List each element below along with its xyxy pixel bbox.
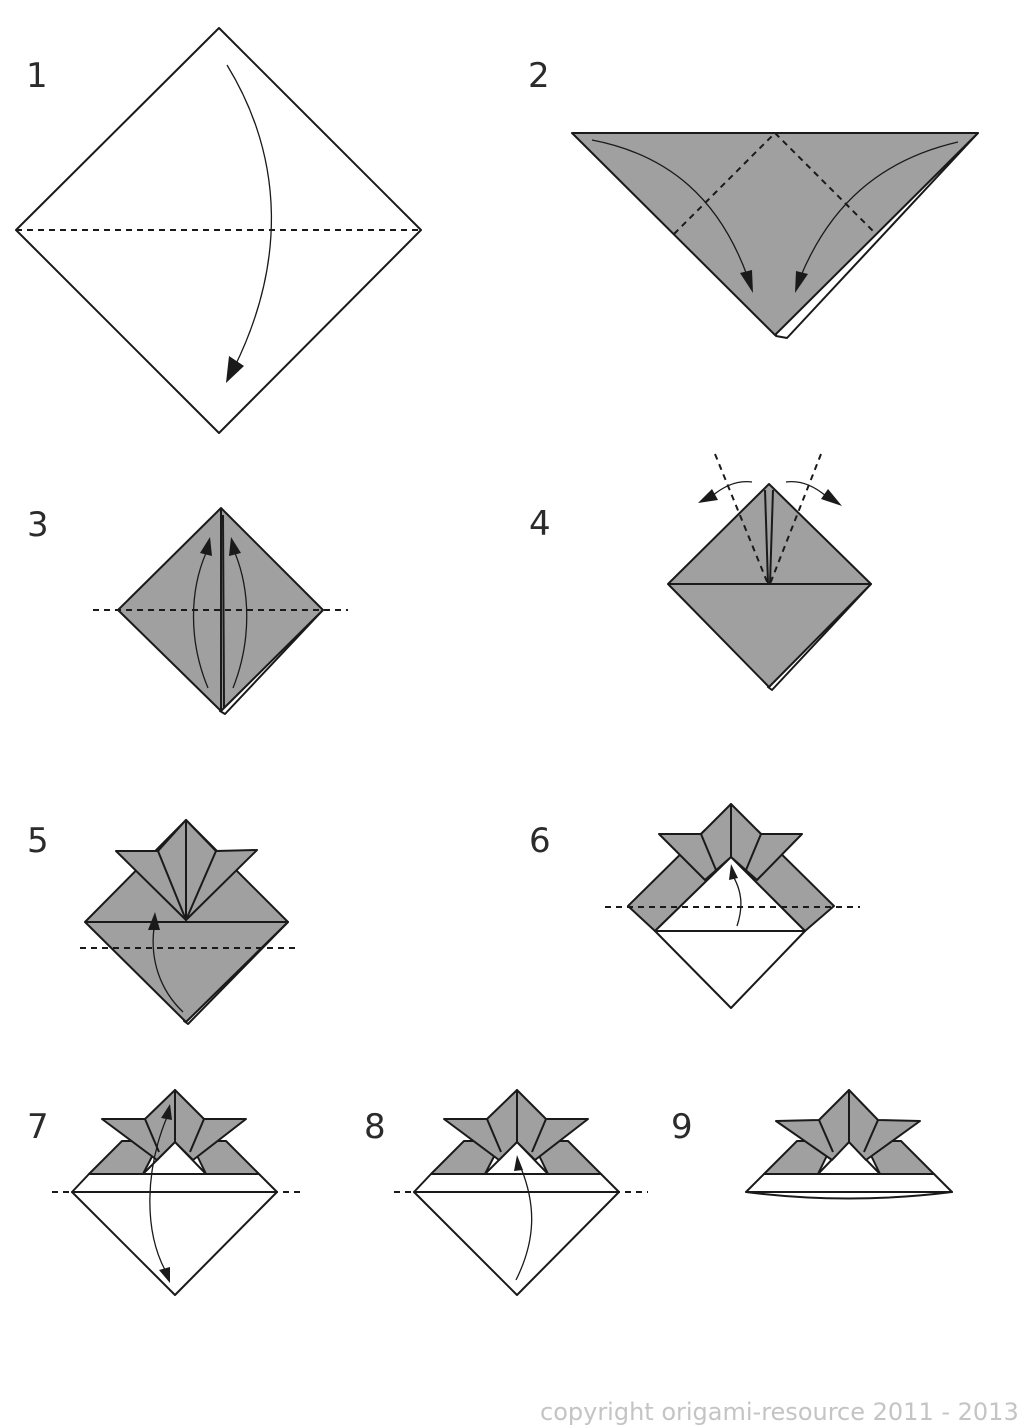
horn-crease-left bbox=[700, 833, 717, 871]
arrow-head bbox=[159, 1267, 170, 1283]
step-3-number: 3 bbox=[27, 505, 49, 545]
arrow-head bbox=[698, 489, 718, 503]
step-7-number: 7 bbox=[27, 1107, 49, 1147]
fold-arrow-up bbox=[732, 875, 742, 927]
arrow-head bbox=[514, 1155, 523, 1171]
brim-band bbox=[71, 1173, 278, 1193]
origami-instructions-diagram bbox=[15, 27, 979, 1296]
step-5-number: 5 bbox=[27, 821, 49, 861]
fold-arrow-up bbox=[152, 927, 184, 1013]
copyright-footer: copyright origami-resource 2011 - 2013 bbox=[540, 1398, 1019, 1426]
step-4-number: 4 bbox=[529, 504, 551, 544]
step-3-diagram bbox=[93, 507, 348, 715]
front-white-triangle bbox=[654, 856, 806, 932]
horn-crease-right bbox=[745, 833, 762, 871]
arrow-head bbox=[200, 537, 212, 556]
step-8-diagram bbox=[394, 1089, 648, 1296]
arrow-head bbox=[795, 271, 808, 293]
arrow-head bbox=[229, 537, 241, 556]
flap-crease-right bbox=[769, 489, 774, 585]
step-2-number: 2 bbox=[528, 56, 550, 96]
horn-crease-left bbox=[818, 1119, 834, 1153]
step-7-diagram bbox=[52, 1089, 305, 1296]
arrow-head bbox=[161, 1104, 172, 1120]
arrow-head bbox=[740, 270, 753, 293]
step-5-diagram bbox=[80, 819, 300, 1025]
fold-arrow-up bbox=[515, 1167, 533, 1281]
fold-arrow-updown bbox=[149, 1116, 168, 1271]
folded-triangle bbox=[571, 132, 979, 336]
step-6-number: 6 bbox=[529, 821, 551, 861]
fold-arrow-right bbox=[232, 552, 248, 689]
valley-fold-line-left bbox=[714, 453, 769, 585]
valley-fold-line-left bbox=[673, 132, 776, 235]
horn-crease-right bbox=[189, 1118, 205, 1153]
valley-fold-line-right bbox=[769, 453, 822, 585]
arrow-head bbox=[148, 912, 160, 930]
brim-band bbox=[413, 1173, 620, 1193]
step-1-diagram bbox=[15, 27, 422, 434]
fold-arrow-right bbox=[785, 480, 827, 497]
horn-crease-left bbox=[157, 850, 187, 921]
lower-white-diamond bbox=[71, 1191, 278, 1296]
step-9-diagram bbox=[745, 1089, 953, 1200]
arrow-head bbox=[821, 489, 842, 506]
step-8-number: 8 bbox=[364, 1107, 386, 1147]
horn-crease-right bbox=[185, 850, 217, 921]
horn-crease-right bbox=[863, 1119, 879, 1153]
fold-arrow-left bbox=[711, 480, 753, 497]
step-6-diagram bbox=[605, 803, 860, 1009]
step-9-number: 9 bbox=[671, 1107, 693, 1147]
step-2-diagram bbox=[571, 132, 979, 339]
step-1-number: 1 bbox=[26, 56, 48, 96]
fold-arrow-left bbox=[591, 139, 749, 279]
brim-band bbox=[745, 1173, 953, 1193]
center-crease-edge bbox=[222, 514, 225, 709]
step-4-diagram bbox=[667, 453, 872, 691]
valley-fold-line-right bbox=[774, 132, 877, 235]
flap-crease-left bbox=[764, 489, 769, 585]
horn-crease-left bbox=[486, 1118, 502, 1153]
arrow-head bbox=[226, 356, 244, 383]
fold-arrow-right bbox=[799, 141, 959, 279]
horn-crease-right bbox=[531, 1118, 547, 1153]
fold-arrow-left bbox=[192, 552, 209, 689]
lower-white-triangle bbox=[654, 930, 806, 1009]
folded-diamond bbox=[667, 483, 872, 688]
arrow-head bbox=[729, 864, 738, 880]
fold-arrow bbox=[226, 64, 273, 369]
